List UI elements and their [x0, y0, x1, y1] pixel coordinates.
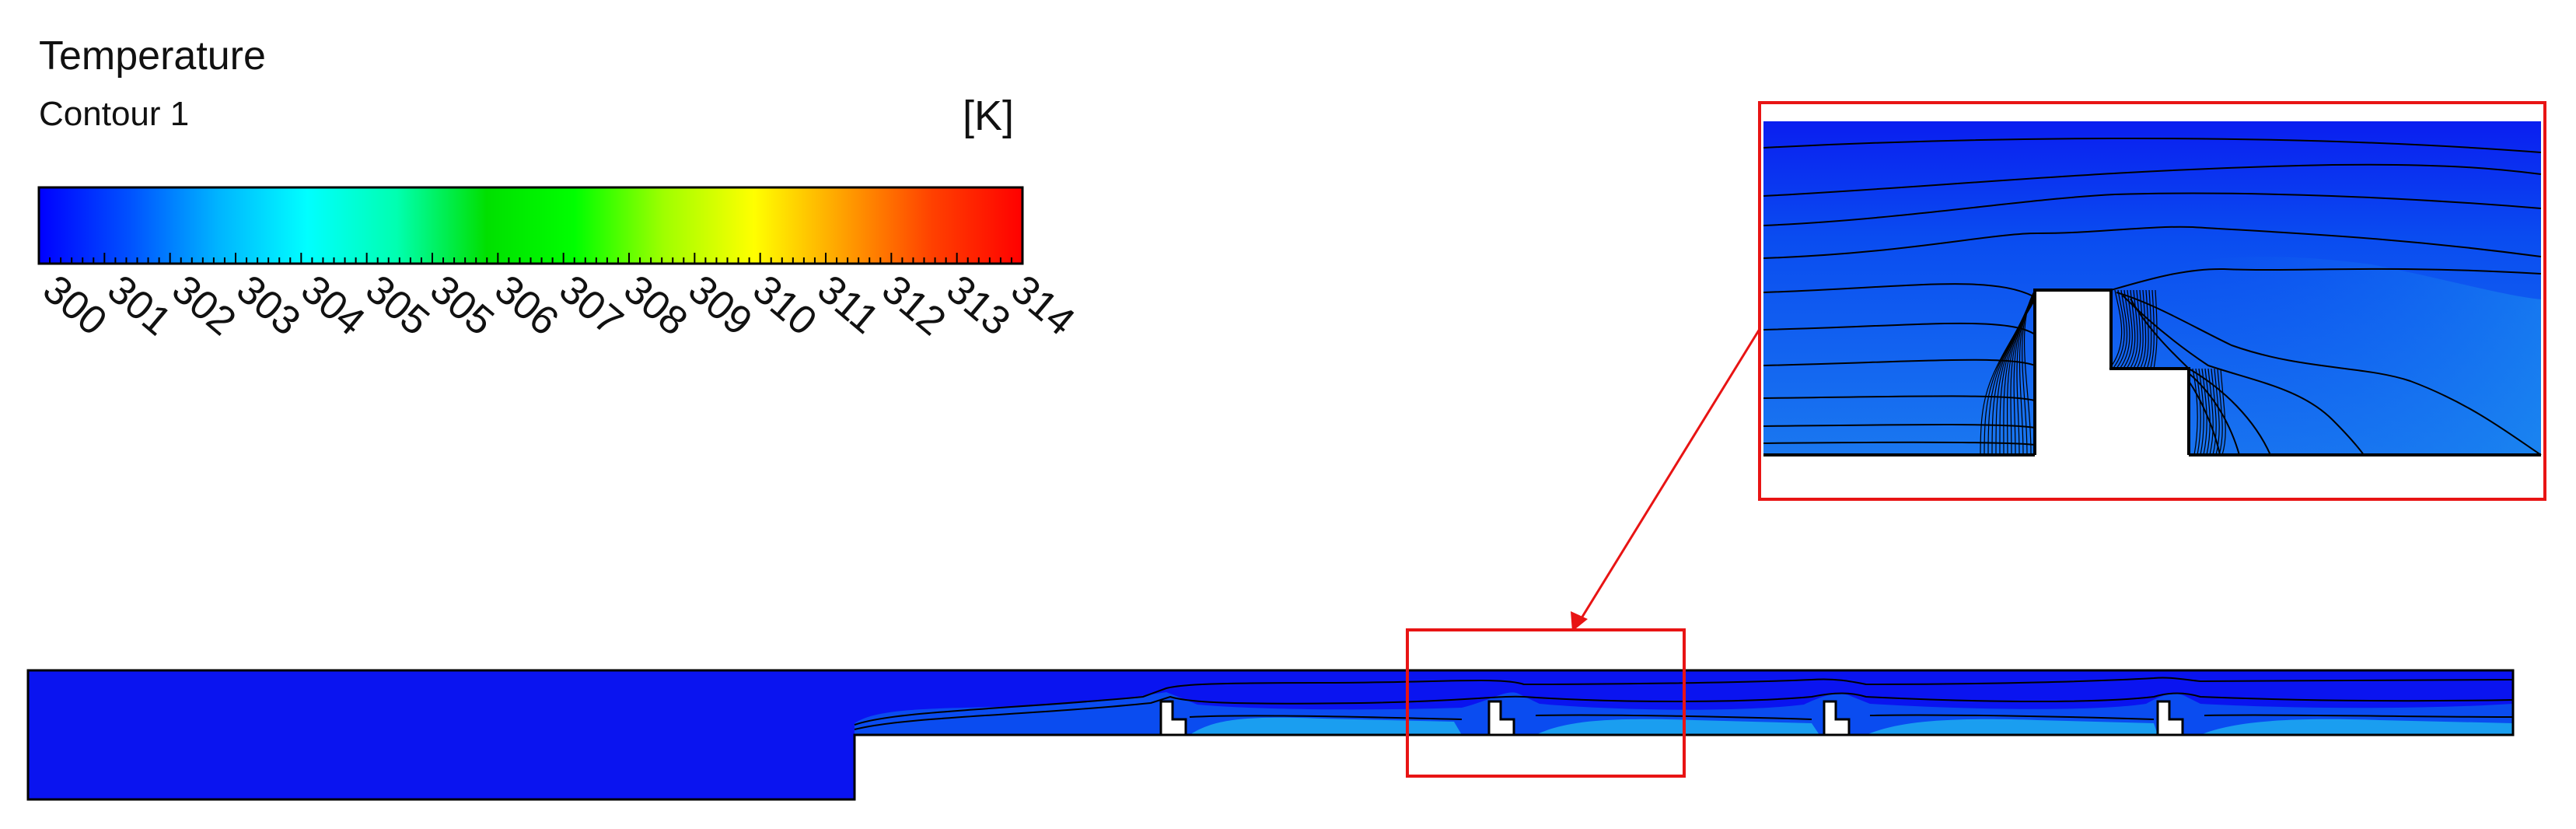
color-bar-tick-label: 306	[486, 267, 567, 345]
contour-line	[1763, 283, 2036, 298]
color-bar-tick-label: 314	[1002, 267, 1083, 345]
zoom-inset	[1758, 101, 2546, 501]
color-bar-tick-label: 302	[163, 267, 244, 345]
contour-line	[2207, 368, 2214, 456]
color-bar-tick-label: 305	[357, 267, 438, 345]
zoom-contour-lines	[1763, 137, 2542, 456]
contour-line	[2119, 289, 2130, 369]
color-bar-tick-label: 309	[680, 267, 760, 345]
contour-line	[2110, 268, 2542, 291]
contour-line	[2116, 292, 2542, 456]
color-bar-tick-label: 312	[873, 267, 954, 345]
contour-line	[2126, 289, 2136, 369]
contour-line	[2122, 295, 2365, 456]
color-bar-tick-label: 311	[809, 267, 887, 343]
color-bar-tick-label: 300	[34, 267, 115, 345]
contour-line	[854, 677, 2514, 726]
contour-line	[2220, 368, 2226, 456]
zoom-obstacle	[2033, 289, 2190, 455]
contour-line	[1980, 299, 2036, 456]
contour-line	[2143, 289, 2149, 369]
legend-subtitle: Contour 1	[39, 95, 190, 133]
contour-line	[1763, 395, 2036, 401]
contour-line	[2136, 289, 2144, 369]
color-bar-tick-labels: 3003013023033043053053063073083093103113…	[34, 267, 1083, 345]
contour-line	[1763, 137, 2542, 153]
color-bar-tick-label: 313	[938, 267, 1019, 345]
contour-line	[2129, 289, 2138, 369]
contour-line	[1763, 192, 2542, 226]
contour-line	[2214, 368, 2220, 456]
contour-lines	[854, 677, 2514, 730]
zoom-inset-frame-outline	[1758, 101, 2546, 501]
contour-line	[1763, 441, 2036, 446]
contour-line	[2192, 368, 2198, 456]
color-bar-tick-label: 304	[292, 267, 373, 345]
color-bar-tick-label: 305	[421, 267, 502, 345]
color-bar-tick-label: 301	[99, 267, 180, 345]
channel-outline	[26, 669, 2515, 801]
contour-line	[2112, 289, 2125, 369]
contour-line	[1189, 714, 2514, 720]
contour-line	[2123, 289, 2133, 369]
warm-core	[1190, 717, 2513, 735]
zoom-arrow	[1571, 322, 1765, 631]
contour-line	[2188, 380, 2221, 456]
wall-contour-cluster	[1980, 289, 2226, 456]
highlight-box	[1406, 628, 1686, 778]
contour-line	[2195, 368, 2201, 456]
contour-line	[2198, 368, 2204, 456]
legend-title: Temperature	[39, 33, 266, 79]
color-bar-tick-label: 307	[551, 267, 631, 345]
color-bar: 3003013023033043053053063073083093103113…	[34, 186, 1083, 345]
contour-line	[2201, 368, 2207, 456]
legend-unit: [K]	[963, 93, 1015, 139]
contour-line	[2204, 368, 2211, 456]
contour-line	[2146, 289, 2152, 369]
color-bar-tick-label: 303	[228, 267, 309, 345]
color-bar-tick-label: 310	[744, 267, 825, 345]
contour-line	[2133, 289, 2141, 369]
contour-line	[1763, 163, 2542, 197]
contour-line	[2116, 289, 2128, 369]
contour-line	[2188, 368, 2271, 456]
contour-line	[2150, 289, 2155, 369]
contour-line	[2140, 289, 2147, 369]
contour-line	[2217, 368, 2223, 456]
contour-line	[2153, 289, 2158, 369]
color-bar-fill	[37, 186, 1024, 265]
obstacles	[1159, 700, 2184, 736]
contour-line	[1763, 424, 2036, 428]
zoom-warm-wake	[2111, 257, 2541, 455]
color-bar-minor-ticks	[38, 253, 1023, 264]
color-bar-tick-label: 308	[615, 267, 696, 345]
contour-line	[854, 692, 2514, 730]
contour-line	[1763, 226, 2542, 259]
channel-domain	[26, 669, 2515, 801]
contour-line	[2211, 368, 2217, 456]
contour-line	[2109, 289, 2123, 369]
